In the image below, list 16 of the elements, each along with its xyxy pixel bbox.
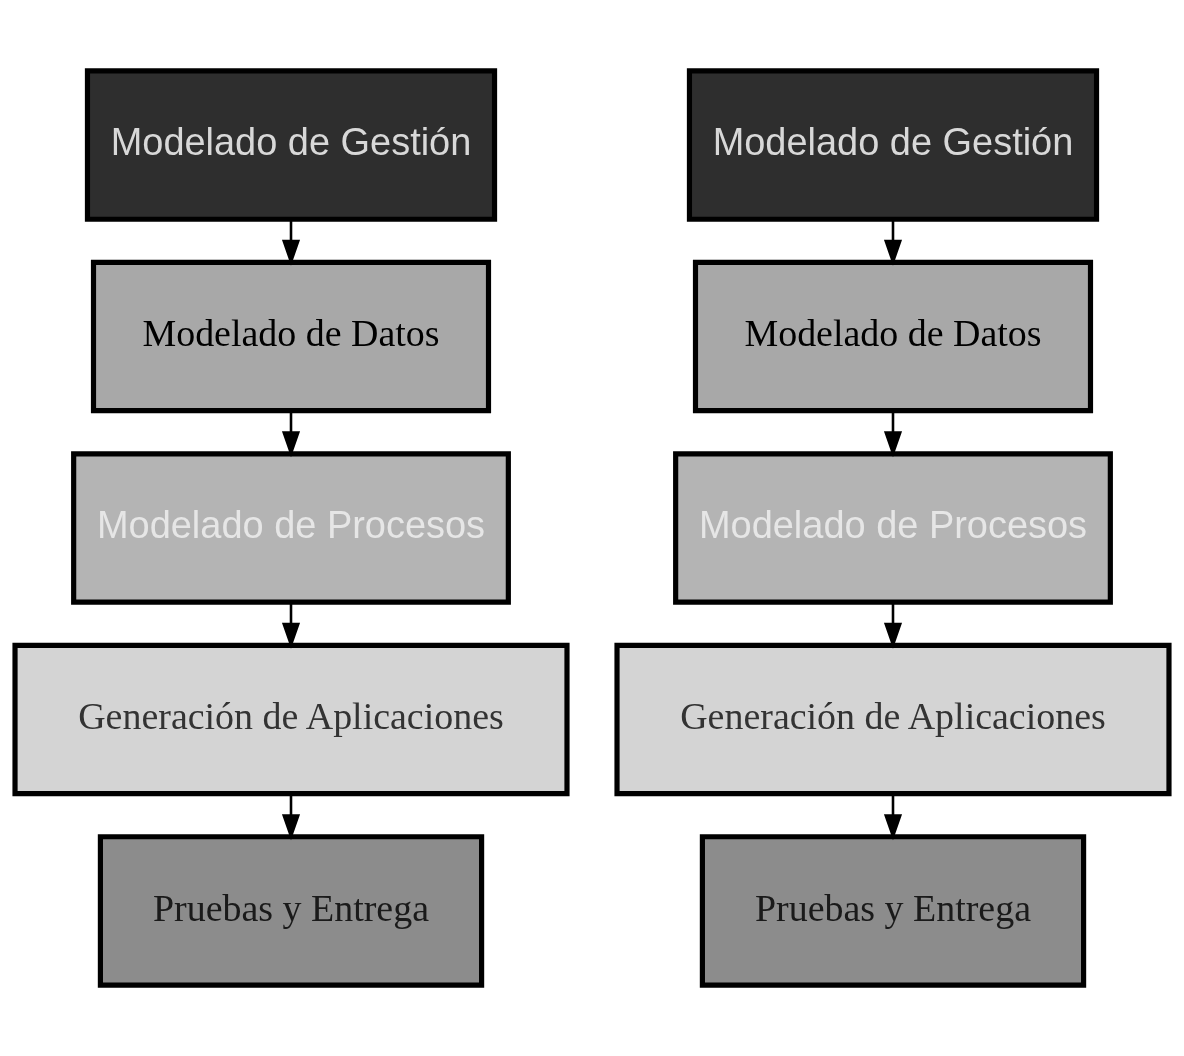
node-box: Pruebas y Entrega [699, 834, 1087, 988]
arrow [883, 219, 903, 266]
node-box: Generación de Aplicaciones [12, 642, 570, 797]
arrow [281, 219, 301, 266]
node-box: Modelado de Gestión [686, 68, 1100, 222]
arrow [281, 602, 301, 649]
node-box: Generación de Aplicaciones [614, 642, 1172, 797]
arrow [281, 794, 301, 841]
arrow [281, 411, 301, 458]
arrow [883, 411, 903, 458]
node-box: Modelado de Datos [692, 259, 1094, 414]
node-box: Pruebas y Entrega [97, 834, 485, 988]
node-box: Modelado de Datos [90, 259, 492, 414]
arrow [883, 602, 903, 649]
node-box: Modelado de Gestión [84, 68, 498, 222]
arrow [883, 794, 903, 841]
